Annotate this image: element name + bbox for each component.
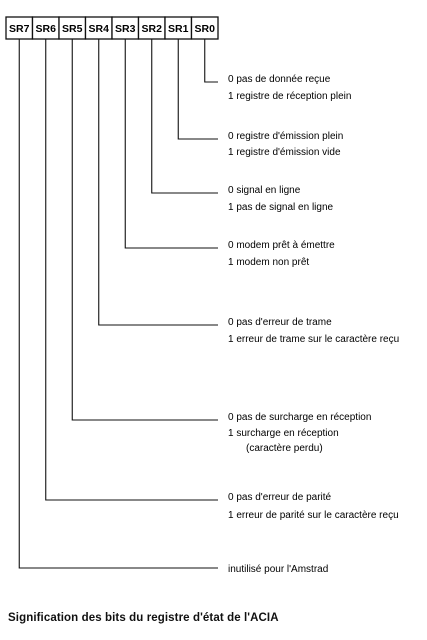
bit-description-sr2-line-2: 1 pas de signal en ligne — [228, 202, 334, 213]
bit-description-sr3-line-2: 1 modem non prêt — [228, 257, 309, 268]
bit-description-sr2-line-1: 0 signal en ligne — [228, 185, 301, 196]
bit-description-sr4-line-1: 0 pas d'erreur de trame — [228, 317, 332, 328]
bit-description-sr6-line-2: 1 erreur de parité sur le caractère reçu — [228, 510, 399, 521]
bit-description-sr0-line-1: 0 pas de donnée reçue — [228, 74, 331, 85]
bit-description-sr4-line-2: 1 erreur de trame sur le caractère reçu — [228, 334, 399, 345]
bit-label-sr2: SR2 — [142, 23, 163, 35]
bit-label-sr0: SR0 — [195, 23, 216, 35]
leader-line-sr1 — [177, 39, 218, 140]
bit-description-sr0-line-2: 1 registre de réception plein — [228, 91, 351, 102]
bit-description-sr1-line-2: 1 registre d'émission vide — [228, 147, 341, 158]
bit-description-sr3-line-1: 0 modem prêt à émettre — [228, 240, 335, 251]
bit-label-sr6: SR6 — [36, 23, 57, 35]
bit-label-sr3: SR3 — [115, 23, 136, 35]
leader-line-sr7 — [18, 39, 218, 569]
bit-description-sr5-line-2: 1 surcharge en réception — [228, 428, 339, 439]
figure-caption: Signification des bits du registre d'éta… — [8, 612, 279, 624]
bit-label-sr1: SR1 — [168, 23, 189, 35]
bit-description-sr5-line-3: (caractère perdu) — [246, 443, 323, 454]
bit-description-sr7-line-1: inutilisé pour l'Amstrad — [228, 564, 328, 575]
bit-label-sr4: SR4 — [89, 23, 110, 35]
bit-description-sr1-line-1: 0 registre d'émission plein — [228, 131, 343, 142]
bit-label-sr7: SR7 — [9, 23, 30, 35]
bit-label-sr5: SR5 — [62, 23, 83, 35]
leader-line-sr0 — [204, 39, 218, 83]
leader-line-sr5 — [71, 39, 218, 421]
bit-description-sr6-line-1: 0 pas d'erreur de parité — [228, 492, 332, 503]
leader-line-sr3 — [124, 39, 218, 249]
leader-line-sr2 — [151, 39, 218, 194]
leader-line-sr6 — [45, 39, 218, 501]
leader-line-sr4 — [98, 39, 218, 326]
bit-description-sr5-line-1: 0 pas de surcharge en réception — [228, 412, 371, 423]
